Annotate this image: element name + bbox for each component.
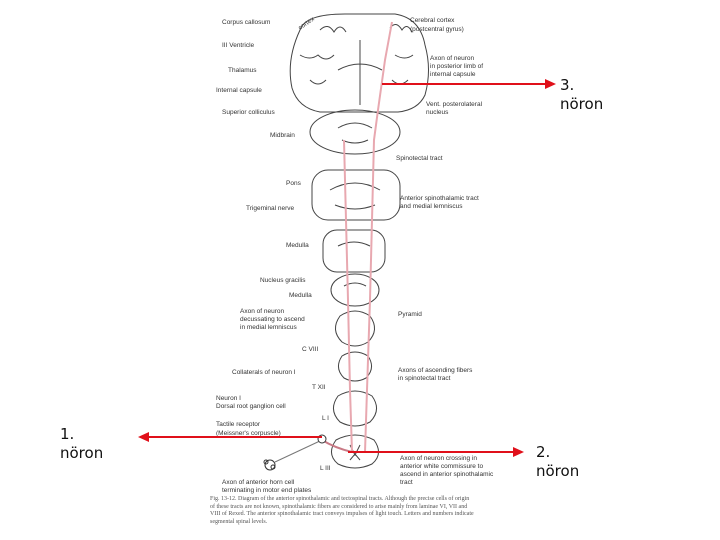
annotation-neuron-1: 1. nöron <box>60 425 103 463</box>
label-anterior-horn-2: terminating in motor end plates <box>222 487 312 494</box>
tract-descending <box>343 139 353 453</box>
brainstem-drawing <box>309 109 401 307</box>
label-medial-lemniscus: and medial lemniscus <box>400 203 463 210</box>
arrow-neuron-1-head <box>138 432 149 442</box>
receptor-icon <box>263 459 276 471</box>
label-axons-ascending-2: in spinotectal tract <box>398 375 451 382</box>
label-dorsal-root: Dorsal root ganglion cell <box>216 403 286 410</box>
arrow-neuron-3-head <box>545 79 556 89</box>
label-postcentral: (postcentral gyrus) <box>410 26 464 33</box>
label-anterior-horn-1: Axon of anterior horn cell <box>222 479 295 486</box>
label-crossing-3: ascend in anterior spinothalamic <box>400 471 494 478</box>
cerebrum-drawing <box>289 13 429 113</box>
annotation-neuron-3: 3. nöron <box>560 76 603 114</box>
label-collaterals: Collaterals of neuron I <box>232 369 296 376</box>
label-internal-capsule-r: internal capsule <box>430 71 476 78</box>
label-medulla-1: Medulla <box>286 242 309 249</box>
label-posterior-limb: in posterior limb of <box>430 63 483 70</box>
label-pyramid: Pyramid <box>398 311 422 318</box>
label-superior-colliculus: Superior colliculus <box>222 109 275 116</box>
label-cerebral-cortex: Cerebral cortex <box>410 17 455 24</box>
label-crossing-2: anterior white commissure to <box>400 463 483 470</box>
annotation-neuron-3-number: 3. <box>560 76 575 94</box>
label-l1: L I <box>322 415 329 422</box>
annotation-neuron-2-word: nöron <box>536 462 580 480</box>
peripheral-nerve <box>274 439 323 463</box>
label-tactile: Tactile receptor <box>216 421 261 428</box>
label-midbrain: Midbrain <box>270 132 295 139</box>
annotation-neuron-1-word: nöron <box>60 444 104 462</box>
annotation-neuron-1-number: 1. <box>60 425 75 443</box>
label-vent-posterolateral: Vent. posterolateral <box>426 101 483 108</box>
tract-ascending <box>364 21 393 453</box>
label-t12: T XII <box>312 384 326 391</box>
label-thalamus: Thalamus <box>228 67 257 74</box>
dorsal-root <box>321 439 365 453</box>
label-crossing-1: Axon of neuron crossing in <box>400 455 477 462</box>
label-axon-decussating-1: Axon of neuron <box>240 308 284 315</box>
label-anterior-spinothalamic: Anterior spinothalamic tract <box>400 195 479 202</box>
label-third-ventricle: III Ventricle <box>222 42 255 49</box>
annotation-neuron-2-number: 2. <box>536 443 551 461</box>
label-axon-neuron: Axon of neuron <box>430 55 474 62</box>
label-pons: Pons <box>286 180 302 187</box>
arrow-neuron-2-head <box>513 447 524 457</box>
label-c8: C VIII <box>302 346 318 353</box>
label-internal-capsule: Internal capsule <box>216 87 262 94</box>
label-axon-decussating-2: decussating to ascend <box>240 316 305 323</box>
label-axons-ascending-1: Axons of ascending fibers <box>398 367 473 374</box>
annotation-neuron-2: 2. nöron <box>536 443 579 481</box>
spinal-cord-drawing <box>331 310 379 469</box>
label-neuron-i: Neuron I <box>216 395 241 402</box>
label-nucleus-gracilis: Nucleus gracilis <box>260 277 306 284</box>
label-crossing-4: tract <box>400 479 413 486</box>
label-nucleus: nucleus <box>426 109 449 116</box>
label-trigeminal: Trigeminal nerve <box>246 205 295 212</box>
label-medulla-2: Medulla <box>289 292 312 299</box>
label-axon-decussating-3: in medial lemniscus <box>240 324 297 331</box>
label-meissner: (Meissner's corpuscle) <box>216 430 281 437</box>
diagram-labels: cortex Corpus callosum Cerebral cortex (… <box>216 15 494 494</box>
label-corpus-callosum: Corpus callosum <box>222 19 270 26</box>
label-l3: L III <box>320 465 331 472</box>
annotation-arrows <box>138 79 556 457</box>
figure-caption: Fig. 13-12. Diagram of the anterior spin… <box>210 496 474 525</box>
annotation-neuron-3-word: nöron <box>560 95 604 113</box>
label-spinotectal: Spinotectal tract <box>396 155 443 162</box>
